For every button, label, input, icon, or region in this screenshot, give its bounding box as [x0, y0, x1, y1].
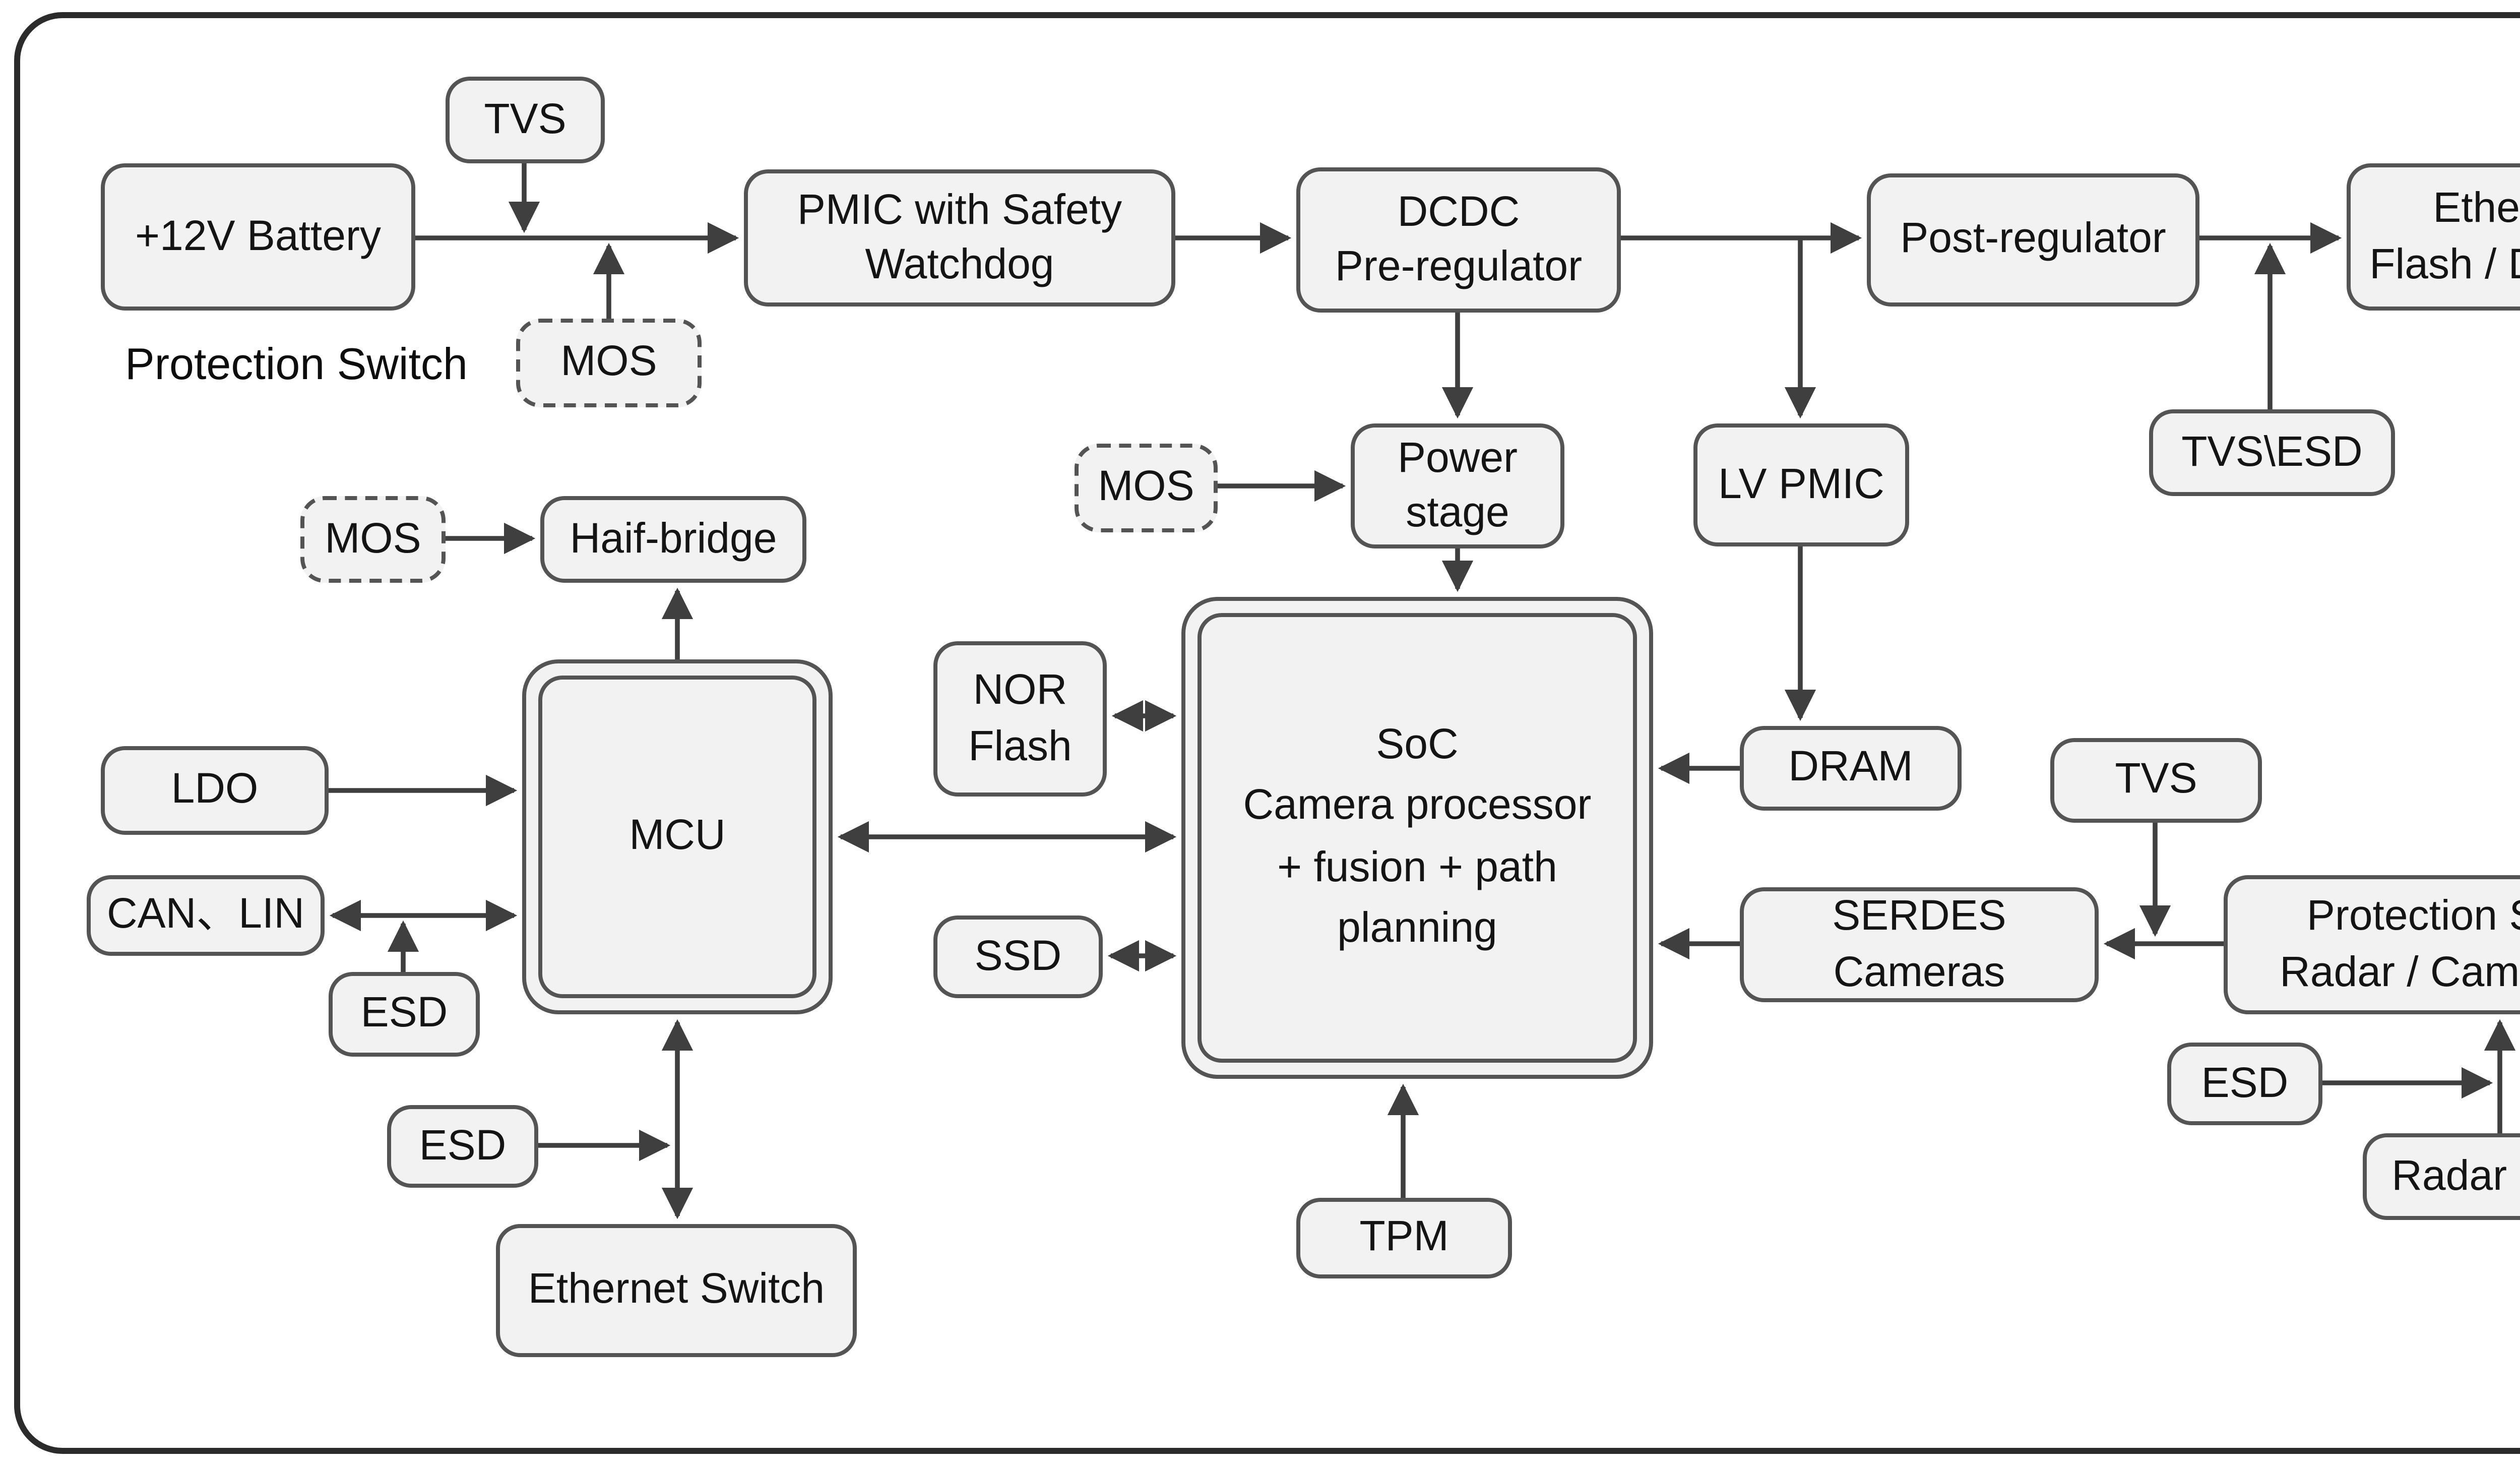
- node-mos-left: MOS: [300, 496, 446, 583]
- diagram-border: [14, 12, 2520, 1453]
- node-dcdc: DCDC Pre-regulator: [1296, 167, 1621, 313]
- node-half-bridge: Haif-bridge: [540, 496, 806, 583]
- protection-switch-caption: Protection Switch: [125, 339, 468, 389]
- node-battery: +12V Battery: [101, 163, 415, 311]
- node-power-stage: Power stage: [1351, 423, 1564, 548]
- node-tvs-right: TVS: [2050, 738, 2262, 823]
- node-dram: DRAM: [1740, 726, 1962, 811]
- node-tpm: TPM: [1296, 1198, 1512, 1278]
- node-esd-radar: ESD: [2167, 1043, 2322, 1125]
- node-mcu: MCU: [522, 659, 833, 1014]
- node-esd-eth: ESD: [387, 1105, 538, 1188]
- node-ldo: LDO: [101, 746, 329, 835]
- node-tvs-esd: TVS\ESD: [2149, 409, 2395, 496]
- node-radar-ecu: Radar ECU: [2363, 1133, 2520, 1220]
- node-mos-top: MOS: [516, 319, 702, 407]
- node-mos-mid: MOS: [1075, 444, 1218, 532]
- node-protection-radar: Protection Switch for Radar / Camera Sup…: [2224, 875, 2520, 1014]
- node-soc-label: SoC Camera processor + fusion + path pla…: [1198, 613, 1637, 1063]
- node-mcu-label: MCU: [538, 676, 816, 998]
- node-nor-flash: NOR Flash: [933, 641, 1107, 797]
- node-ssd: SSD: [933, 915, 1103, 998]
- node-soc: SoC Camera processor + fusion + path pla…: [1181, 597, 1653, 1079]
- node-ethernet-phy: Ethernet PHY Flash / DRAM / SSD: [2347, 163, 2520, 311]
- node-serdes-cameras: SERDES Cameras: [1740, 887, 2099, 1002]
- node-esd-can: ESD: [329, 972, 480, 1057]
- node-lv-pmic: LV PMIC: [1693, 423, 1909, 546]
- node-pmic: PMIC with Safety Watchdog: [744, 169, 1175, 307]
- node-post-regulator: Post-regulator: [1867, 173, 2199, 307]
- node-ethernet-switch: Ethernet Switch: [496, 1224, 857, 1357]
- node-tvs-top: TVS: [446, 77, 605, 163]
- node-can-lin: CAN、LIN: [87, 875, 325, 956]
